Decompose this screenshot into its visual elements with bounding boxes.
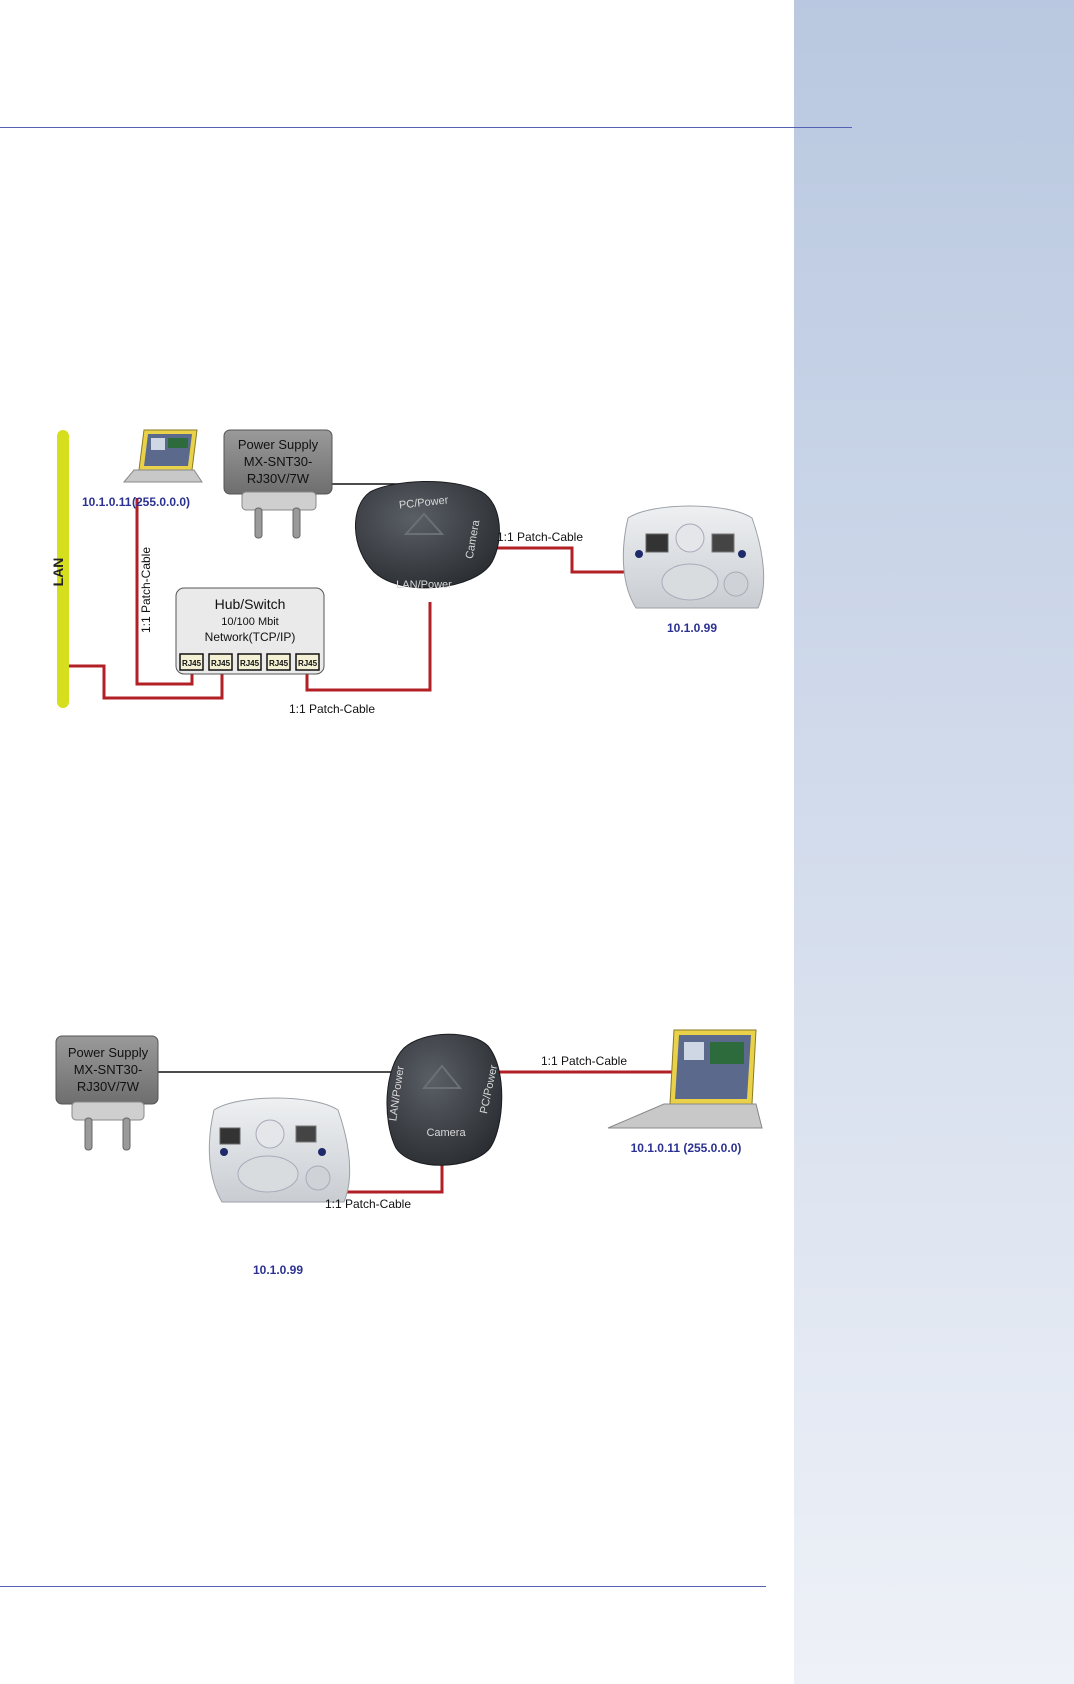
- power-supply-line-2: MX-SNT30-: [244, 454, 313, 469]
- patch-cable-camera-label: 1:1 Patch-Cable: [497, 530, 583, 544]
- laptop-mask: (255.0.0.0): [132, 495, 190, 509]
- patch-cable-bottom-label: 1:1 Patch-Cable: [289, 702, 375, 716]
- power-supply-icon: [223, 429, 333, 539]
- hub-network: Network(TCP/IP): [205, 630, 296, 644]
- hub-title: Hub/Switch: [215, 596, 286, 612]
- rj45-label-3: RJ45: [240, 659, 260, 668]
- laptop-icon: [122, 429, 203, 483]
- rj45-label-5: RJ45: [298, 659, 318, 668]
- page-sidebar-gradient: [794, 0, 1074, 1684]
- power-supply-line-3: RJ30V/7W: [247, 471, 310, 486]
- camera-ip: 10.1.0.99: [667, 621, 717, 635]
- patch-cable-laptop-label: 1:1 Patch-Cable: [541, 1054, 627, 1068]
- poe-injector-icon: [354, 480, 500, 589]
- power-supply-line-1: Power Supply: [238, 437, 319, 452]
- power-supply-line-3: RJ30V/7W: [77, 1079, 140, 1094]
- lan-bar: [57, 430, 69, 708]
- network-diagram-1: LAN 10.1.0.11 (255.0.0.0) Power Supply M…: [52, 429, 765, 716]
- power-supply-line-2: MX-SNT30-: [74, 1062, 143, 1077]
- patch-cable-vertical-label: 1:1 Patch-Cable: [139, 547, 153, 633]
- rj45-ports: [179, 653, 320, 671]
- network-diagram-2: Power Supply MX-SNT30- RJ30V/7W LAN/Powe…: [55, 1029, 763, 1277]
- hub-switch-icon: [175, 587, 325, 675]
- camera-icon: [622, 505, 765, 609]
- poe-injector-icon: [386, 1033, 503, 1166]
- footer-rule: [0, 1586, 766, 1587]
- cable-lan-to-hub: [69, 660, 224, 700]
- injector-lan-power: LAN/Power: [396, 579, 452, 591]
- cable-hub-to-injector: [305, 602, 432, 692]
- hub-speed: 10/100 Mbit: [221, 616, 278, 628]
- lan-label: LAN: [52, 558, 66, 587]
- header-rule: [0, 127, 852, 128]
- power-supply-icon: [55, 1035, 159, 1151]
- laptop-ip: 10.1.0.11 (255.0.0.0): [631, 1141, 742, 1155]
- injector-camera: Camera: [426, 1127, 466, 1139]
- camera-icon: [208, 1097, 351, 1203]
- laptop-icon: [607, 1029, 763, 1129]
- rj45-label-2: RJ45: [211, 659, 231, 668]
- patch-cable-camera-label: 1:1 Patch-Cable: [325, 1197, 411, 1211]
- camera-ip: 10.1.0.99: [253, 1263, 303, 1277]
- rj45-label-1: RJ45: [182, 659, 202, 668]
- injector-pc-power: PC/Power: [398, 494, 449, 511]
- rj45-label-4: RJ45: [269, 659, 289, 668]
- laptop-ip: 10.1.0.11: [82, 495, 132, 509]
- power-supply-line-1: Power Supply: [68, 1045, 149, 1060]
